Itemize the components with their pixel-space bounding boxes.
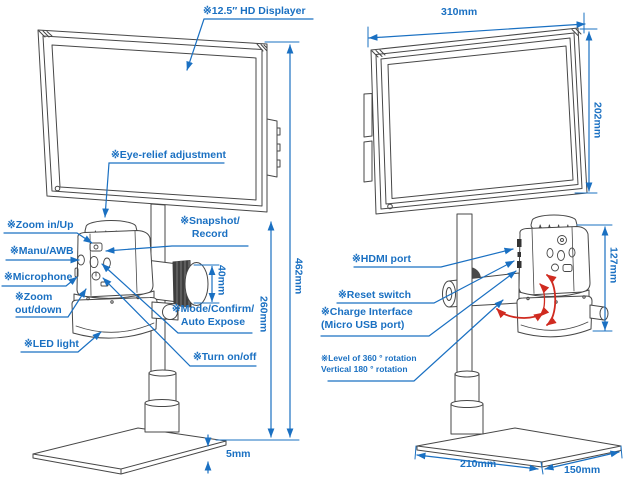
- leader-hd-displayer: [187, 18, 314, 70]
- leader-zoom-out: [15, 288, 87, 318]
- leader-reset: [336, 260, 515, 304]
- side-button-tab: [266, 118, 278, 178]
- reset-hole: [517, 252, 521, 257]
- screw-dot: [387, 203, 393, 210]
- leader-mode: [101, 263, 253, 334]
- leader-microphone: [1, 276, 78, 287]
- horizontal-rotation-arrow: [496, 308, 544, 322]
- corner-hatch-left: [371, 49, 386, 58]
- label-manu-awb: ※Manu/AWB: [10, 245, 74, 257]
- dim-pole-260mm: 260mm: [257, 296, 270, 333]
- dim-line-310: [368, 21, 586, 41]
- leader-zoom-in: [3, 232, 93, 244]
- corner-hatch-left: [38, 30, 53, 38]
- leader-charge: [320, 270, 517, 337]
- dim-base-150mm: 150mm: [564, 464, 601, 476]
- vertical-rotation-arrow: [546, 274, 557, 326]
- label-zoom-in: ※Zoom in/Up: [7, 219, 74, 231]
- label-eye-relief: ※Eye-relief adjustment: [111, 149, 226, 161]
- leader-snapshot: [105, 245, 249, 254]
- label-hdmi: ※HDMI port: [352, 253, 411, 265]
- rear-dimensions: [367, 12, 623, 475]
- side-ports: [517, 239, 522, 268]
- rear-buttons: [546, 235, 576, 272]
- corner-hatch-right: [256, 43, 268, 52]
- front-base-plate: [32, 427, 227, 475]
- rear-monitor: [363, 27, 588, 215]
- label-reset: ※Reset switch: [338, 289, 411, 301]
- leader-power: [102, 277, 257, 367]
- dim-width-310mm: 310mm: [441, 6, 478, 18]
- rear-base-plate: [416, 427, 622, 468]
- rear-camera-head: [516, 214, 609, 338]
- dim-total-462mm: 462mm: [292, 258, 305, 295]
- dim-base-210mm: 210mm: [460, 458, 497, 470]
- label-power: ※Turn on/off: [193, 351, 257, 363]
- micro-usb-slot: [517, 261, 522, 268]
- led-ring-barrel: [71, 296, 158, 339]
- dim-knob-40mm: 40mm: [215, 265, 228, 296]
- label-charge: ※Charge Interface (Micro USB port): [321, 306, 413, 331]
- dim-height-202mm: 202mm: [591, 102, 604, 139]
- dim-plate-5mm: 5mm: [226, 448, 251, 460]
- front-monitor: [37, 29, 281, 213]
- label-led-light: ※LED light: [24, 338, 79, 350]
- rotation-arrows: [496, 274, 557, 326]
- front-view-drawing: [32, 29, 281, 475]
- leader-hdmi: [353, 247, 514, 268]
- microphone-hole: [74, 267, 79, 278]
- rear-view-drawing: [363, 27, 622, 468]
- dim-camera-127mm: 127mm: [607, 247, 620, 284]
- power-led-dot: [54, 185, 61, 192]
- dim-line-150: [544, 450, 620, 471]
- label-hd-displayer: ※12.5″ HD Displayer: [203, 5, 306, 17]
- front-dimensions: [193, 41, 300, 474]
- leader-led-light: [20, 331, 102, 353]
- hdmi-port-slot: [517, 239, 522, 247]
- leader-eye-relief: [102, 162, 225, 218]
- rear-stand-column: [450, 370, 484, 435]
- mode-confirm-button: [89, 255, 99, 269]
- rear-stand-pole: [456, 213, 473, 377]
- annotation-lines: [1, 12, 623, 475]
- label-mode: ※Mode/Confirm/ Auto Expose: [171, 303, 255, 328]
- dim-line-210: [416, 452, 539, 472]
- label-microphone: ※Microphone: [4, 271, 73, 283]
- label-zoom-out: ※Zoom out/down: [15, 291, 62, 316]
- side-bracket: [363, 93, 373, 183]
- snapshot-button: [89, 242, 103, 252]
- leader-rotation: [327, 299, 504, 382]
- label-snapshot: ※Snapshot/ Record: [180, 215, 240, 240]
- label-rotation: ※Level of 360 ° rotation Vertical 180 ° …: [321, 353, 417, 375]
- front-stand-column: [144, 369, 180, 433]
- front-focus-knob: [172, 260, 209, 308]
